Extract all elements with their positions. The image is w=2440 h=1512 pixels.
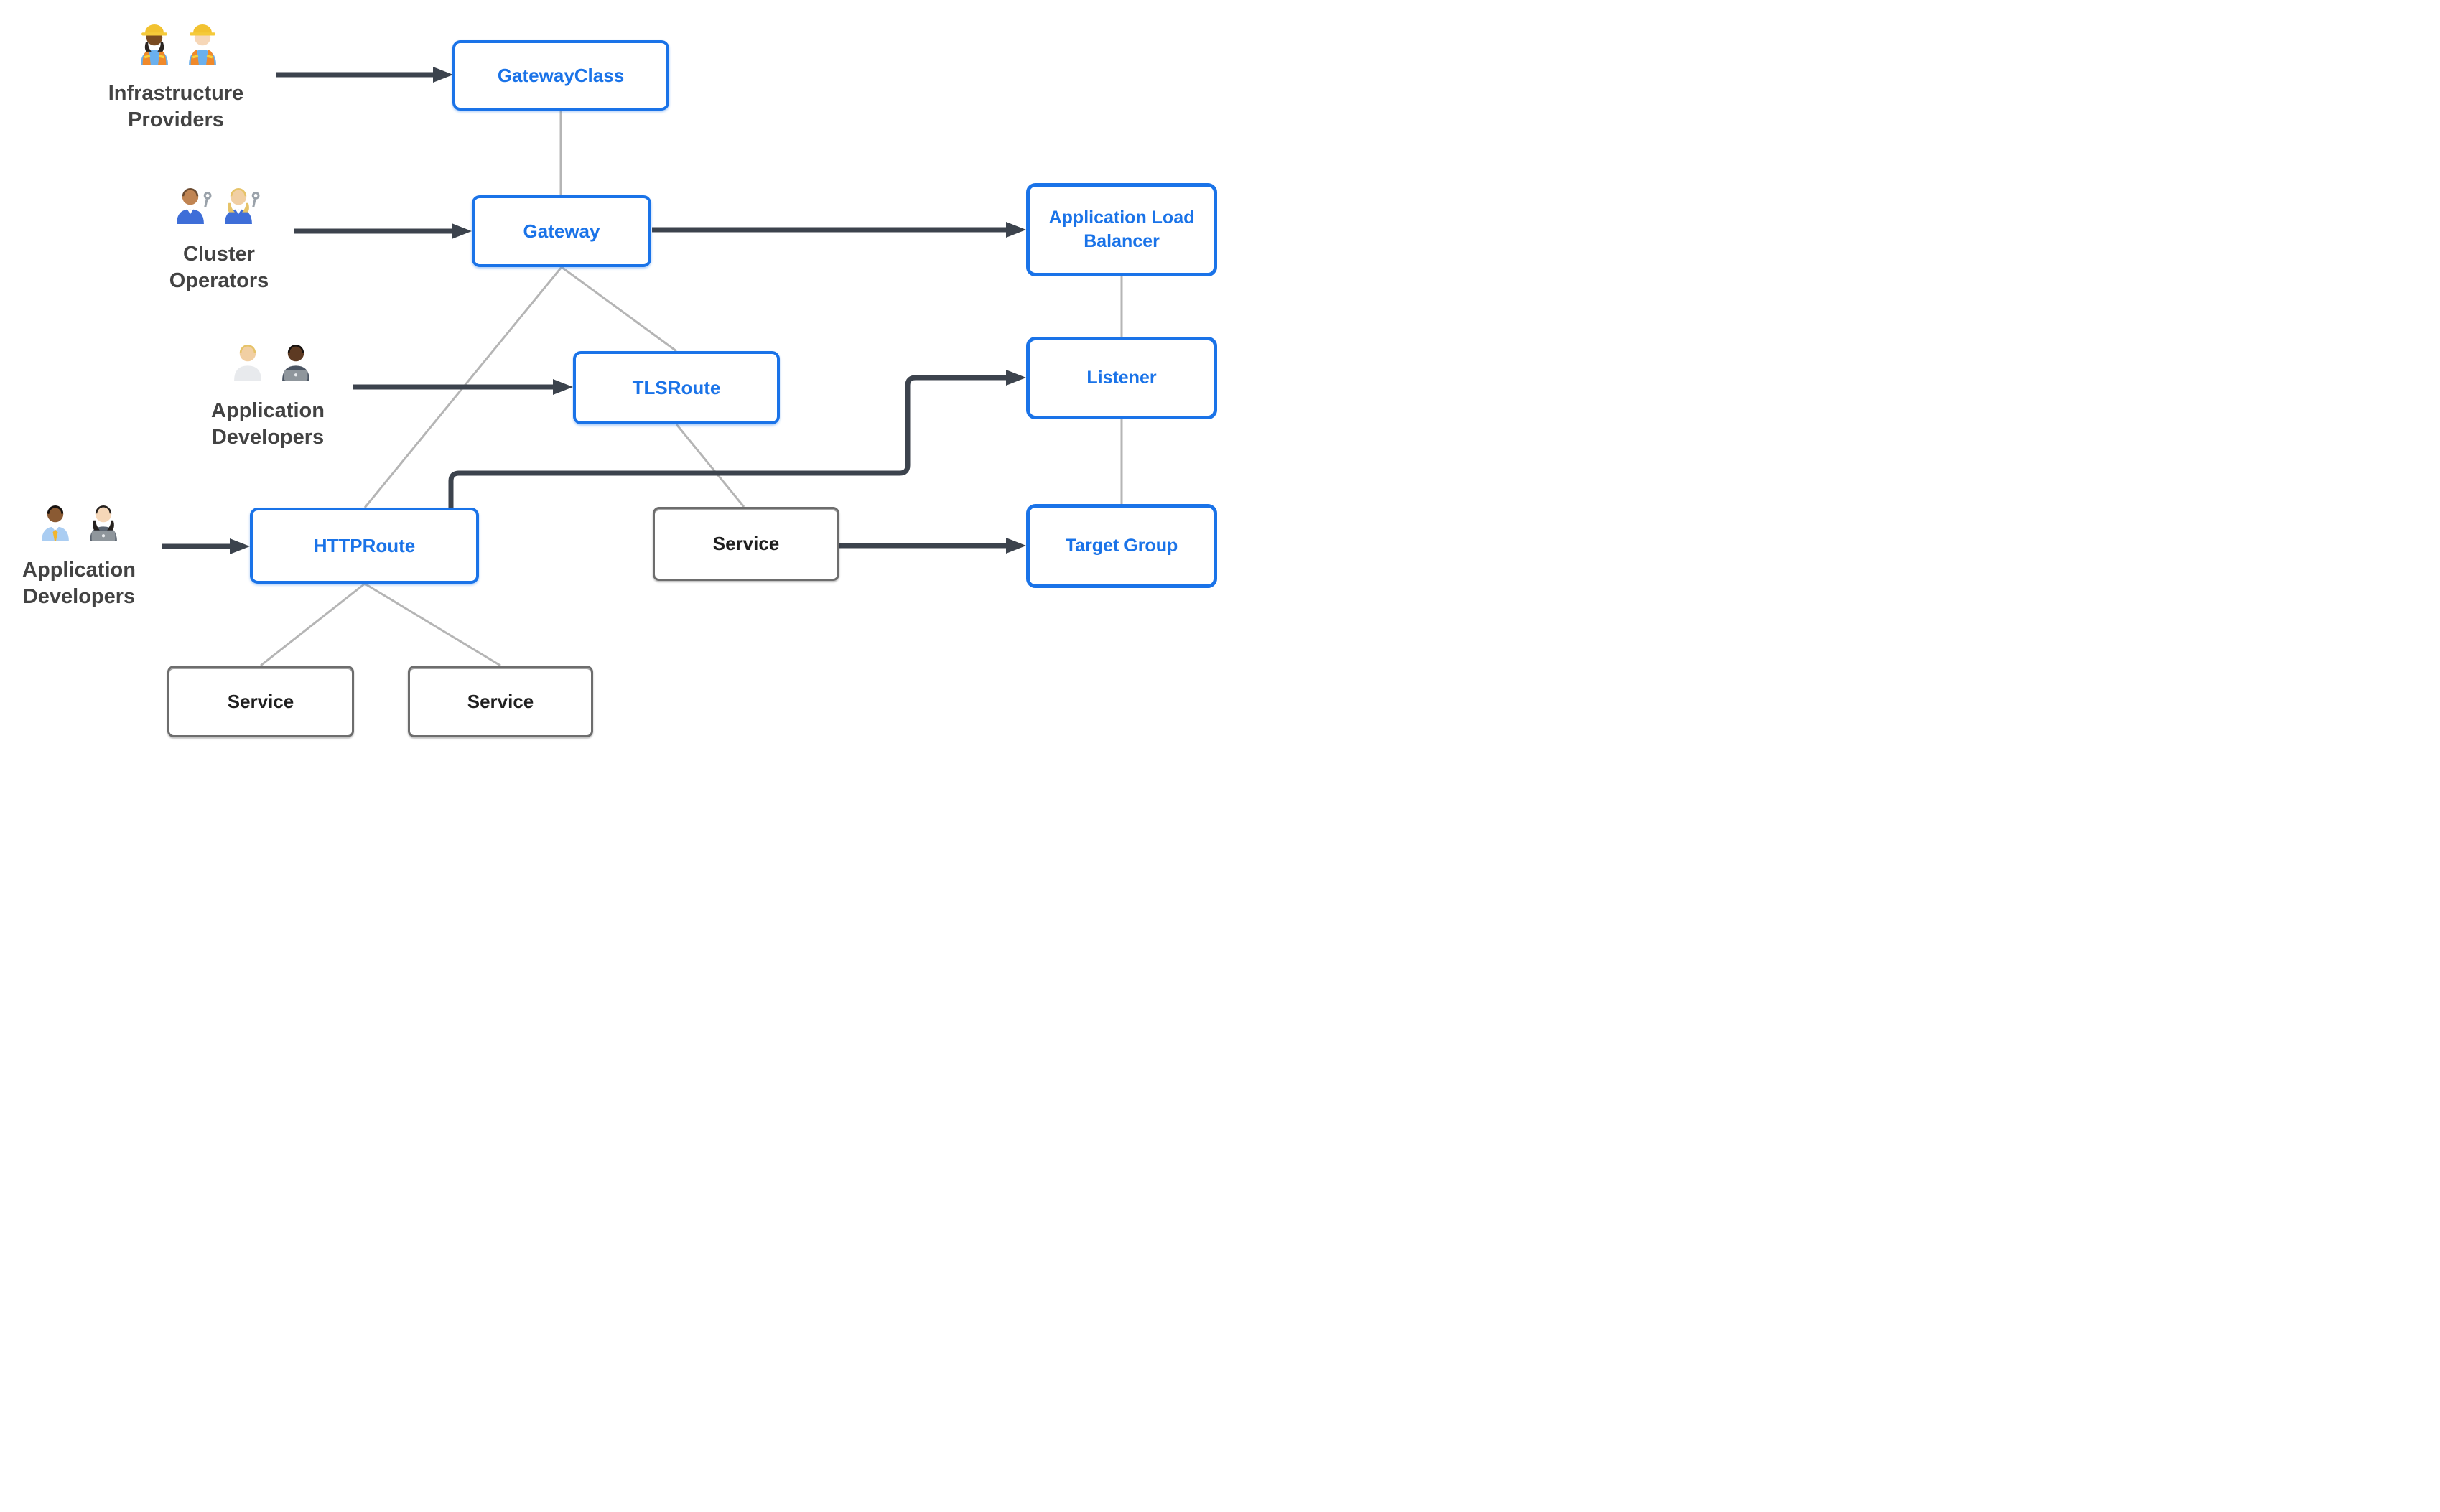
mechanic-man-icon xyxy=(168,178,213,225)
node-listener-label: Listener xyxy=(1086,368,1157,388)
persona-cluster-operators xyxy=(168,178,261,225)
arrowheads xyxy=(230,67,1026,554)
persona-infrastructure-providers xyxy=(132,19,225,66)
arrowhead-gatewayclass xyxy=(433,67,453,83)
node-tls-route-label: TLSRoute xyxy=(632,376,721,398)
node-target-group: Target Group xyxy=(1026,504,1217,588)
persona-cluster-operators-label: Cluster Operators xyxy=(169,243,269,292)
persona-application-developers-http-label: Application Developers xyxy=(22,559,136,608)
line-gateway-tlsroute xyxy=(561,266,677,353)
persona-infrastructure-providers-label: Infrastructure Providers xyxy=(108,82,244,131)
node-service-middle: Service xyxy=(653,507,839,581)
node-application-load-balancer-label: Application Load Balancer xyxy=(1048,207,1195,251)
node-http-route-label: HTTPRoute xyxy=(313,534,416,556)
node-service-bottom-left: Service xyxy=(167,666,354,737)
node-gateway-label: Gateway xyxy=(523,220,600,242)
technologist-dark-icon xyxy=(274,335,318,382)
persona-application-developers-tls xyxy=(225,335,318,382)
node-gateway-class-label: GatewayClass xyxy=(497,64,625,86)
node-gateway-class: GatewayClass xyxy=(452,40,669,111)
persona-application-developers-http xyxy=(33,495,126,543)
technologist-blond-icon xyxy=(225,335,270,382)
node-service-bottom-right: Service xyxy=(408,666,593,737)
line-gateway-httproute xyxy=(363,266,563,508)
node-http-route: HTTPRoute xyxy=(250,508,479,584)
diagram-canvas: GatewayClass Gateway Application Load Ba… xyxy=(0,0,1220,756)
node-service-bottom-right-label: Service xyxy=(467,690,534,712)
arrowhead-listener xyxy=(1006,370,1026,386)
businessman-tie-icon xyxy=(33,495,78,543)
arrowhead-httproute xyxy=(230,538,250,554)
arrowhead-alb xyxy=(1006,222,1026,238)
construction-worker-woman-icon xyxy=(132,19,177,66)
mechanic-woman-icon xyxy=(216,178,261,225)
node-service-bottom-left-label: Service xyxy=(227,690,294,712)
line-httproute-service-left xyxy=(260,582,365,667)
line-httproute-service-right xyxy=(364,582,501,667)
arrowhead-targetgroup xyxy=(1006,538,1026,554)
persona-application-developers-tls-label: Application Developers xyxy=(211,399,325,449)
arrowhead-tlsroute xyxy=(553,379,573,395)
dark-connectors xyxy=(162,72,1007,549)
technologist-woman-icon xyxy=(81,495,126,543)
node-service-middle-label: Service xyxy=(712,533,780,554)
node-tls-route: TLSRoute xyxy=(573,351,780,424)
line-tlsroute-service xyxy=(675,424,745,508)
node-target-group-label: Target Group xyxy=(1065,536,1178,556)
construction-worker-man-icon xyxy=(180,19,225,66)
node-listener: Listener xyxy=(1026,337,1217,419)
node-application-load-balancer: Application Load Balancer xyxy=(1026,183,1217,276)
arrowhead-gateway xyxy=(452,223,472,239)
node-gateway: Gateway xyxy=(472,195,651,267)
